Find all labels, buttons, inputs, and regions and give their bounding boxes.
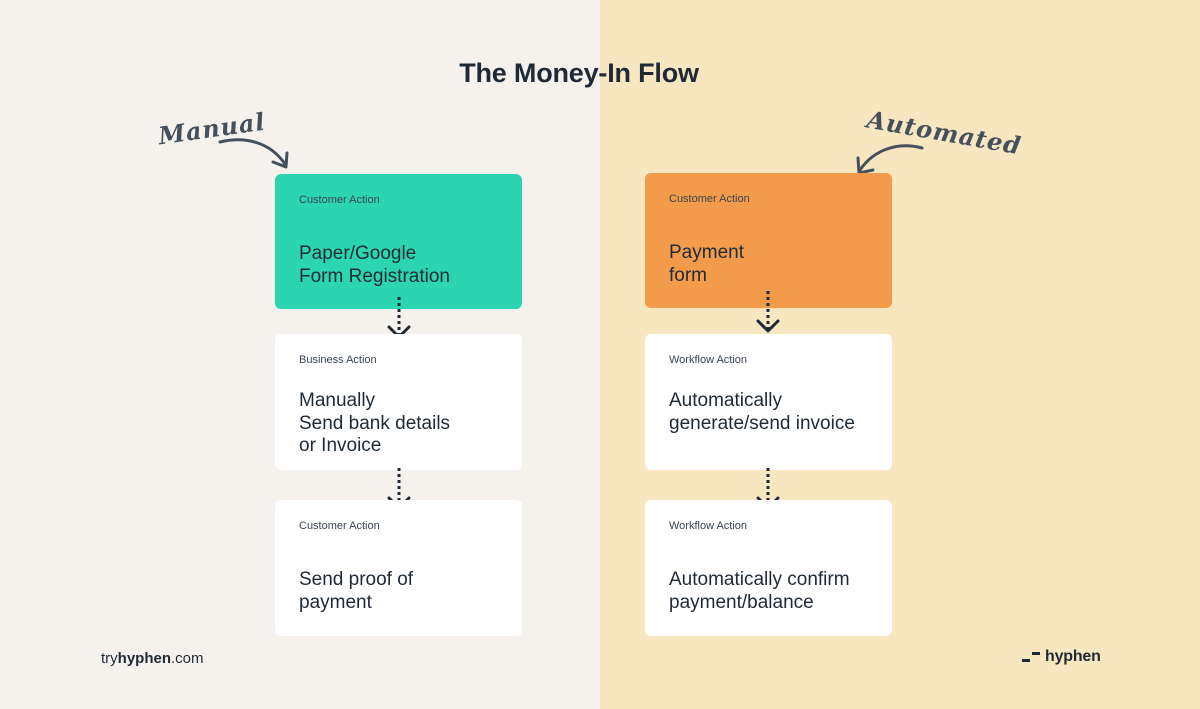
automated-card-3: Workflow Action Automatically confirm pa… (645, 500, 892, 636)
dotted-arrow-down-icon (756, 291, 780, 333)
manual-card-2: Business Action Manually Send bank detai… (275, 334, 522, 470)
card-body: Payment form (669, 242, 744, 286)
site-url[interactable]: tryhyphen.com (101, 650, 204, 667)
manual-card-3: Customer Action Send proof of payment (275, 500, 522, 636)
hyphen-logo-icon (1022, 650, 1040, 664)
card-body: Manually Send bank details or Invoice (299, 390, 451, 456)
card-body: Paper/Google Form Registration (299, 243, 450, 287)
card-kicker: Workflow Action (669, 520, 748, 532)
manual-card-1: Customer Action Paper/Google Form Regist… (275, 174, 522, 309)
site-url-brand: hyphen (117, 650, 172, 667)
card-body: Send proof of payment (299, 569, 414, 613)
automated-card-2: Workflow Action Automatically generate/s… (645, 334, 892, 470)
manual-curved-arrow-icon (218, 138, 289, 169)
card-kicker: Customer Action (299, 194, 380, 206)
site-url-prefix: try (101, 650, 118, 667)
site-url-suffix: .com (171, 650, 204, 667)
card-body: Automatically generate/send invoice (669, 390, 855, 434)
automated-card-1: Customer Action Payment form (645, 173, 892, 308)
card-kicker: Customer Action (299, 520, 380, 532)
brand-name: hyphen (1045, 648, 1101, 665)
brand-logo: hyphen (1022, 648, 1101, 666)
card-kicker: Business Action (299, 354, 377, 366)
card-body: Automatically confirm payment/balance (669, 569, 850, 613)
page-title: The Money-In Flow (459, 58, 699, 88)
card-kicker: Customer Action (669, 193, 750, 205)
card-kicker: Workflow Action (669, 354, 748, 366)
